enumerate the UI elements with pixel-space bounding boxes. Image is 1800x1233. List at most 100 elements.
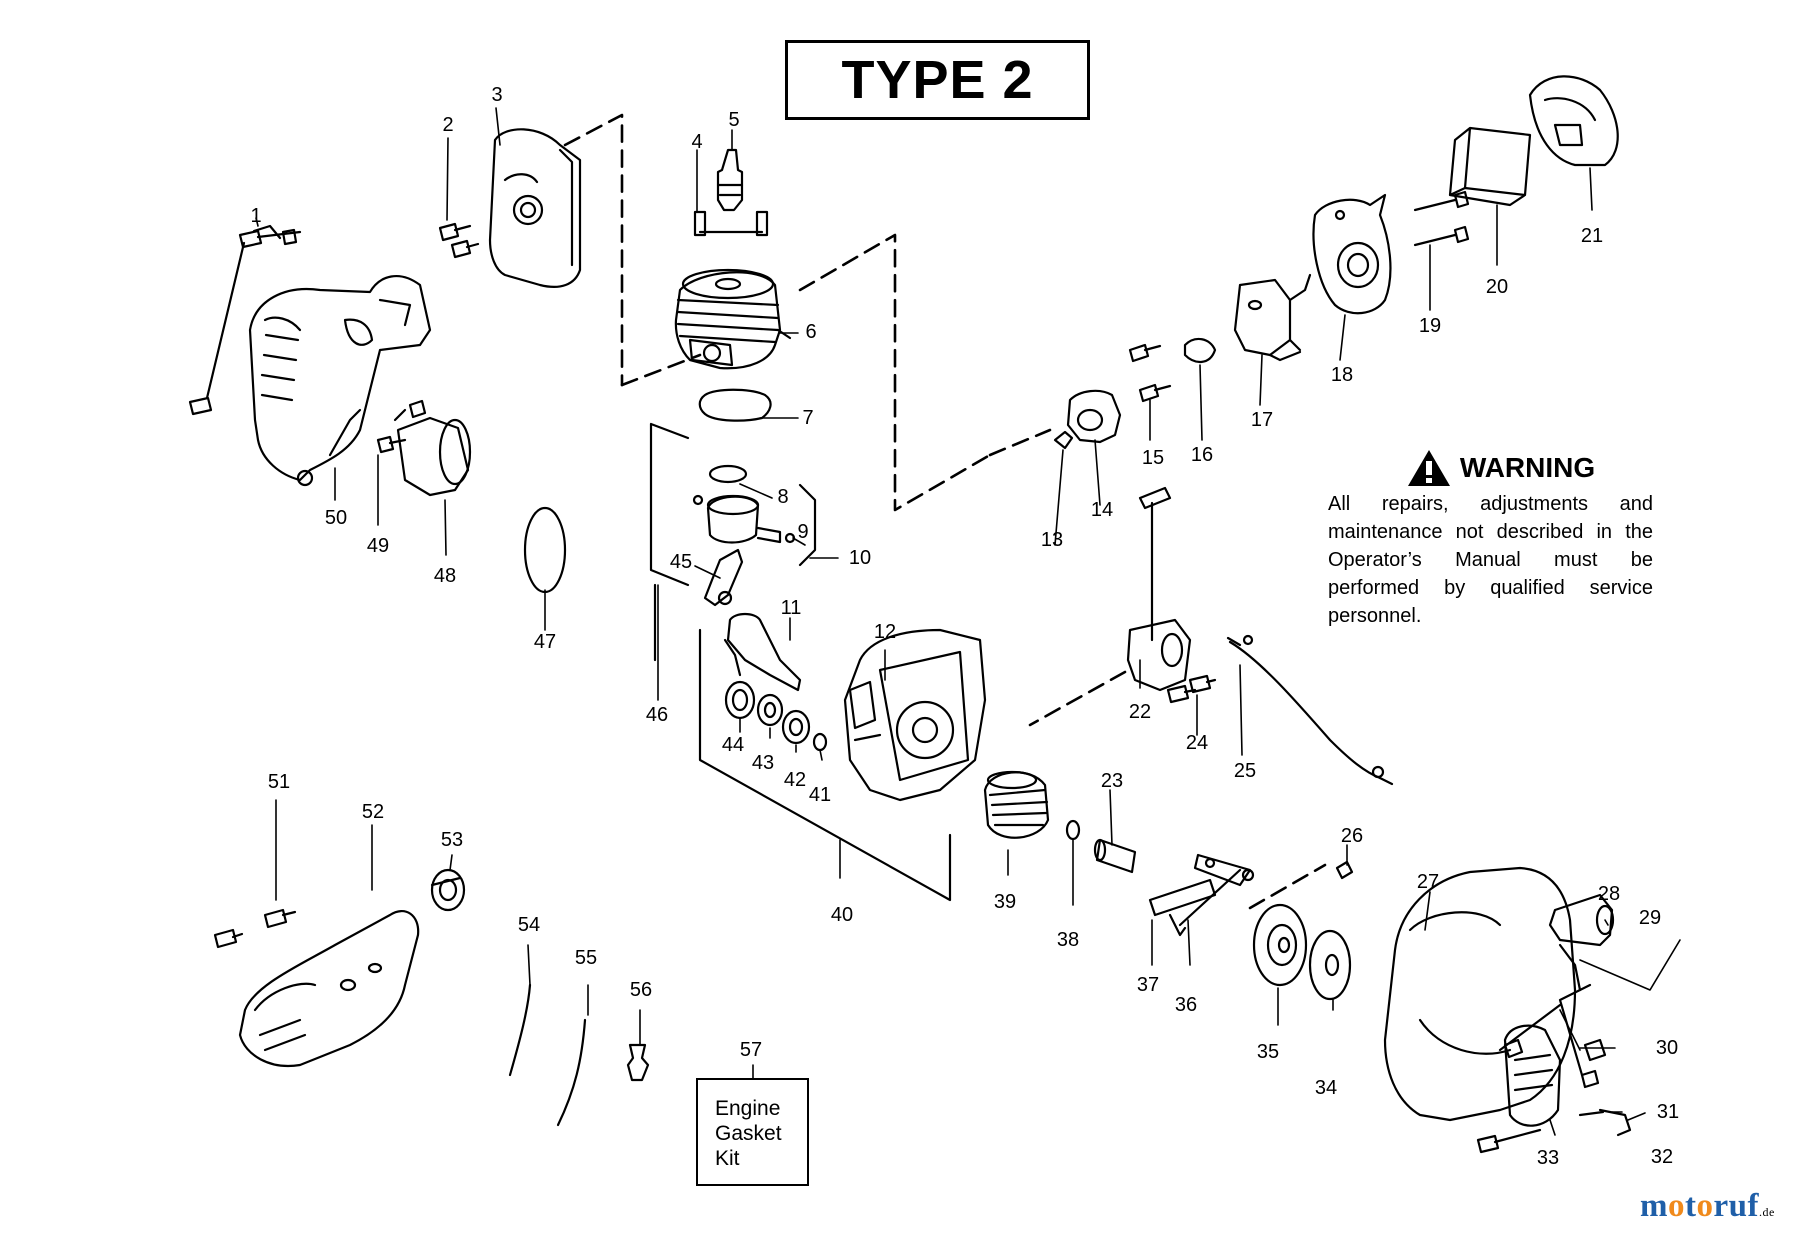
- part-rope-guide: [1503, 1024, 1632, 1137]
- kit-line: Kit: [715, 1147, 740, 1170]
- part-fuel-tank: [238, 910, 420, 1068]
- kit-line: Gasket: [715, 1122, 782, 1145]
- part-crankcase: [698, 628, 987, 902]
- part-number-7: 7: [802, 407, 814, 429]
- part-number-16: 16: [1190, 444, 1214, 466]
- part-brackets: [1148, 853, 1255, 937]
- part-number-53: 53: [440, 829, 464, 851]
- part-screws-24: [1166, 674, 1217, 704]
- part-flywheel: [983, 770, 1050, 839]
- part-cylinder: [674, 268, 792, 370]
- part-number-55: 55: [574, 947, 598, 969]
- part-number-45: 45: [669, 551, 693, 573]
- part-intake: [1053, 337, 1217, 450]
- part-number-46: 46: [645, 704, 669, 726]
- part-carburetor: [1233, 273, 1312, 362]
- part-sleeve: [1093, 838, 1137, 874]
- assembly-dashed-lines: [563, 113, 1327, 910]
- part-nut: [1335, 860, 1354, 880]
- engine-gasket-kit-box: Engine Gasket Kit: [696, 1078, 809, 1186]
- part-number-17: 17: [1250, 409, 1274, 431]
- leader-lines: [255, 107, 1681, 1136]
- part-number-39: 39: [993, 891, 1017, 913]
- warning-triangle-icon: [1407, 450, 1450, 486]
- part-number-1: 1: [250, 205, 262, 227]
- part-screws-51: [213, 908, 297, 949]
- part-number-19: 19: [1418, 315, 1442, 337]
- warning-text: All repairs, adjustments and maintenance…: [1328, 493, 1653, 627]
- part-number-42: 42: [783, 769, 807, 791]
- part-grommet: [626, 1043, 650, 1082]
- part-number-18: 18: [1330, 364, 1354, 386]
- part-air-filter-base: [1312, 193, 1392, 315]
- part-cylinder-shroud: [438, 128, 582, 288]
- part-number-41: 41: [808, 784, 832, 806]
- part-muffler-cover: [248, 275, 432, 487]
- part-number-34: 34: [1314, 1077, 1338, 1099]
- warning-header: WARNING: [1348, 448, 1653, 488]
- part-number-6: 6: [805, 321, 817, 343]
- part-crankshaft: [723, 612, 802, 692]
- part-number-15: 15: [1141, 447, 1165, 469]
- part-number-4: 4: [691, 131, 703, 153]
- part-number-54: 54: [517, 914, 541, 936]
- part-number-38: 38: [1056, 929, 1080, 951]
- part-number-13: 13: [1040, 529, 1064, 551]
- part-number-22: 22: [1128, 701, 1152, 723]
- part-number-35: 35: [1256, 1041, 1280, 1063]
- part-ignition-wire: [1226, 634, 1394, 786]
- part-starter-handle: [1548, 893, 1615, 992]
- part-number-37: 37: [1136, 974, 1160, 996]
- part-washer: [1065, 819, 1081, 841]
- diagram-title: TYPE 2: [841, 50, 1034, 110]
- title-box: TYPE 2: [785, 40, 1090, 120]
- part-number-21: 21: [1580, 225, 1604, 247]
- part-number-11: 11: [780, 597, 802, 619]
- part-number-28: 28: [1597, 883, 1621, 905]
- part-number-48: 48: [433, 565, 457, 587]
- part-number-57: 57: [739, 1039, 763, 1061]
- part-air-filter: [1448, 126, 1532, 207]
- part-number-12: 12: [873, 621, 897, 643]
- part-fuel-line-54: [508, 983, 532, 1077]
- kit-line: Engine: [715, 1097, 781, 1120]
- part-fuel-cap: [430, 868, 466, 912]
- watermark-suffix: .de: [1759, 1205, 1775, 1219]
- part-number-52: 52: [361, 801, 385, 823]
- part-starter-screws: [1476, 983, 1600, 1154]
- part-number-51: 51: [267, 771, 291, 793]
- watermark-name: motoruf: [1640, 1188, 1760, 1224]
- part-piston-assembly: [649, 422, 817, 607]
- part-number-43: 43: [751, 752, 775, 774]
- part-number-44: 44: [721, 734, 745, 756]
- part-number-49: 49: [366, 535, 390, 557]
- part-cylinder-gasket: [698, 388, 772, 422]
- part-number-47: 47: [533, 631, 557, 653]
- part-pulley: [1252, 903, 1308, 987]
- part-number-3: 3: [491, 84, 503, 106]
- part-screws-1: [188, 224, 302, 416]
- part-number-40: 40: [830, 904, 854, 926]
- part-screws-19: [1413, 190, 1470, 247]
- part-number-14: 14: [1090, 499, 1114, 521]
- part-number-10: 10: [848, 547, 872, 569]
- part-number-30: 30: [1655, 1037, 1679, 1059]
- part-number-23: 23: [1100, 770, 1124, 792]
- part-number-31: 31: [1656, 1101, 1680, 1123]
- part-spring: [1308, 929, 1352, 1001]
- part-spark-plug: [693, 148, 769, 237]
- part-number-32: 32: [1650, 1146, 1674, 1168]
- part-number-56: 56: [629, 979, 653, 1001]
- part-number-36: 36: [1174, 994, 1198, 1016]
- part-number-25: 25: [1233, 760, 1257, 782]
- part-number-8: 8: [777, 486, 789, 508]
- part-ignition-module: [1126, 486, 1192, 692]
- part-number-26: 26: [1340, 825, 1364, 847]
- part-number-9: 9: [797, 521, 809, 543]
- part-air-filter-cover: [1528, 75, 1619, 167]
- part-fuel-line-55: [556, 1018, 587, 1127]
- warning-heading: WARNING: [1459, 452, 1596, 483]
- warning-notice: WARNING All repairs, adjustments and mai…: [1328, 448, 1653, 630]
